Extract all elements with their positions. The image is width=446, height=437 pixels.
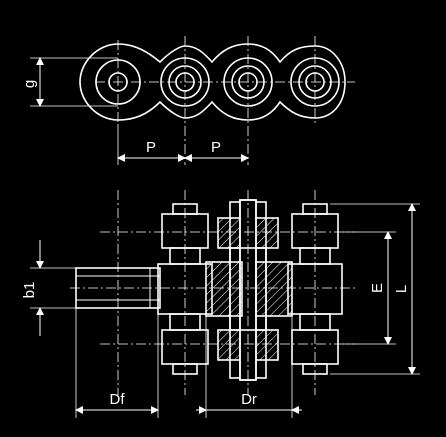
- dimension-b1: [30, 240, 76, 336]
- dimension-g: [30, 57, 118, 107]
- label-g: g: [21, 80, 38, 88]
- label-l: L: [393, 285, 410, 293]
- label-p-left: P: [146, 139, 156, 156]
- label-p-right: P: [211, 139, 221, 156]
- label-dr: Dr: [241, 391, 257, 408]
- dimension-df: [75, 308, 159, 418]
- dimension-dr: [196, 316, 302, 418]
- dimension-e: [342, 231, 396, 345]
- dimension-p: [117, 124, 249, 165]
- chain-side-view: [79, 36, 355, 165]
- label-df: Df: [110, 391, 126, 408]
- dimension-l: [330, 203, 420, 375]
- chain-top-view: [70, 190, 355, 395]
- label-e: E: [369, 283, 386, 293]
- label-b1: b1: [21, 282, 38, 299]
